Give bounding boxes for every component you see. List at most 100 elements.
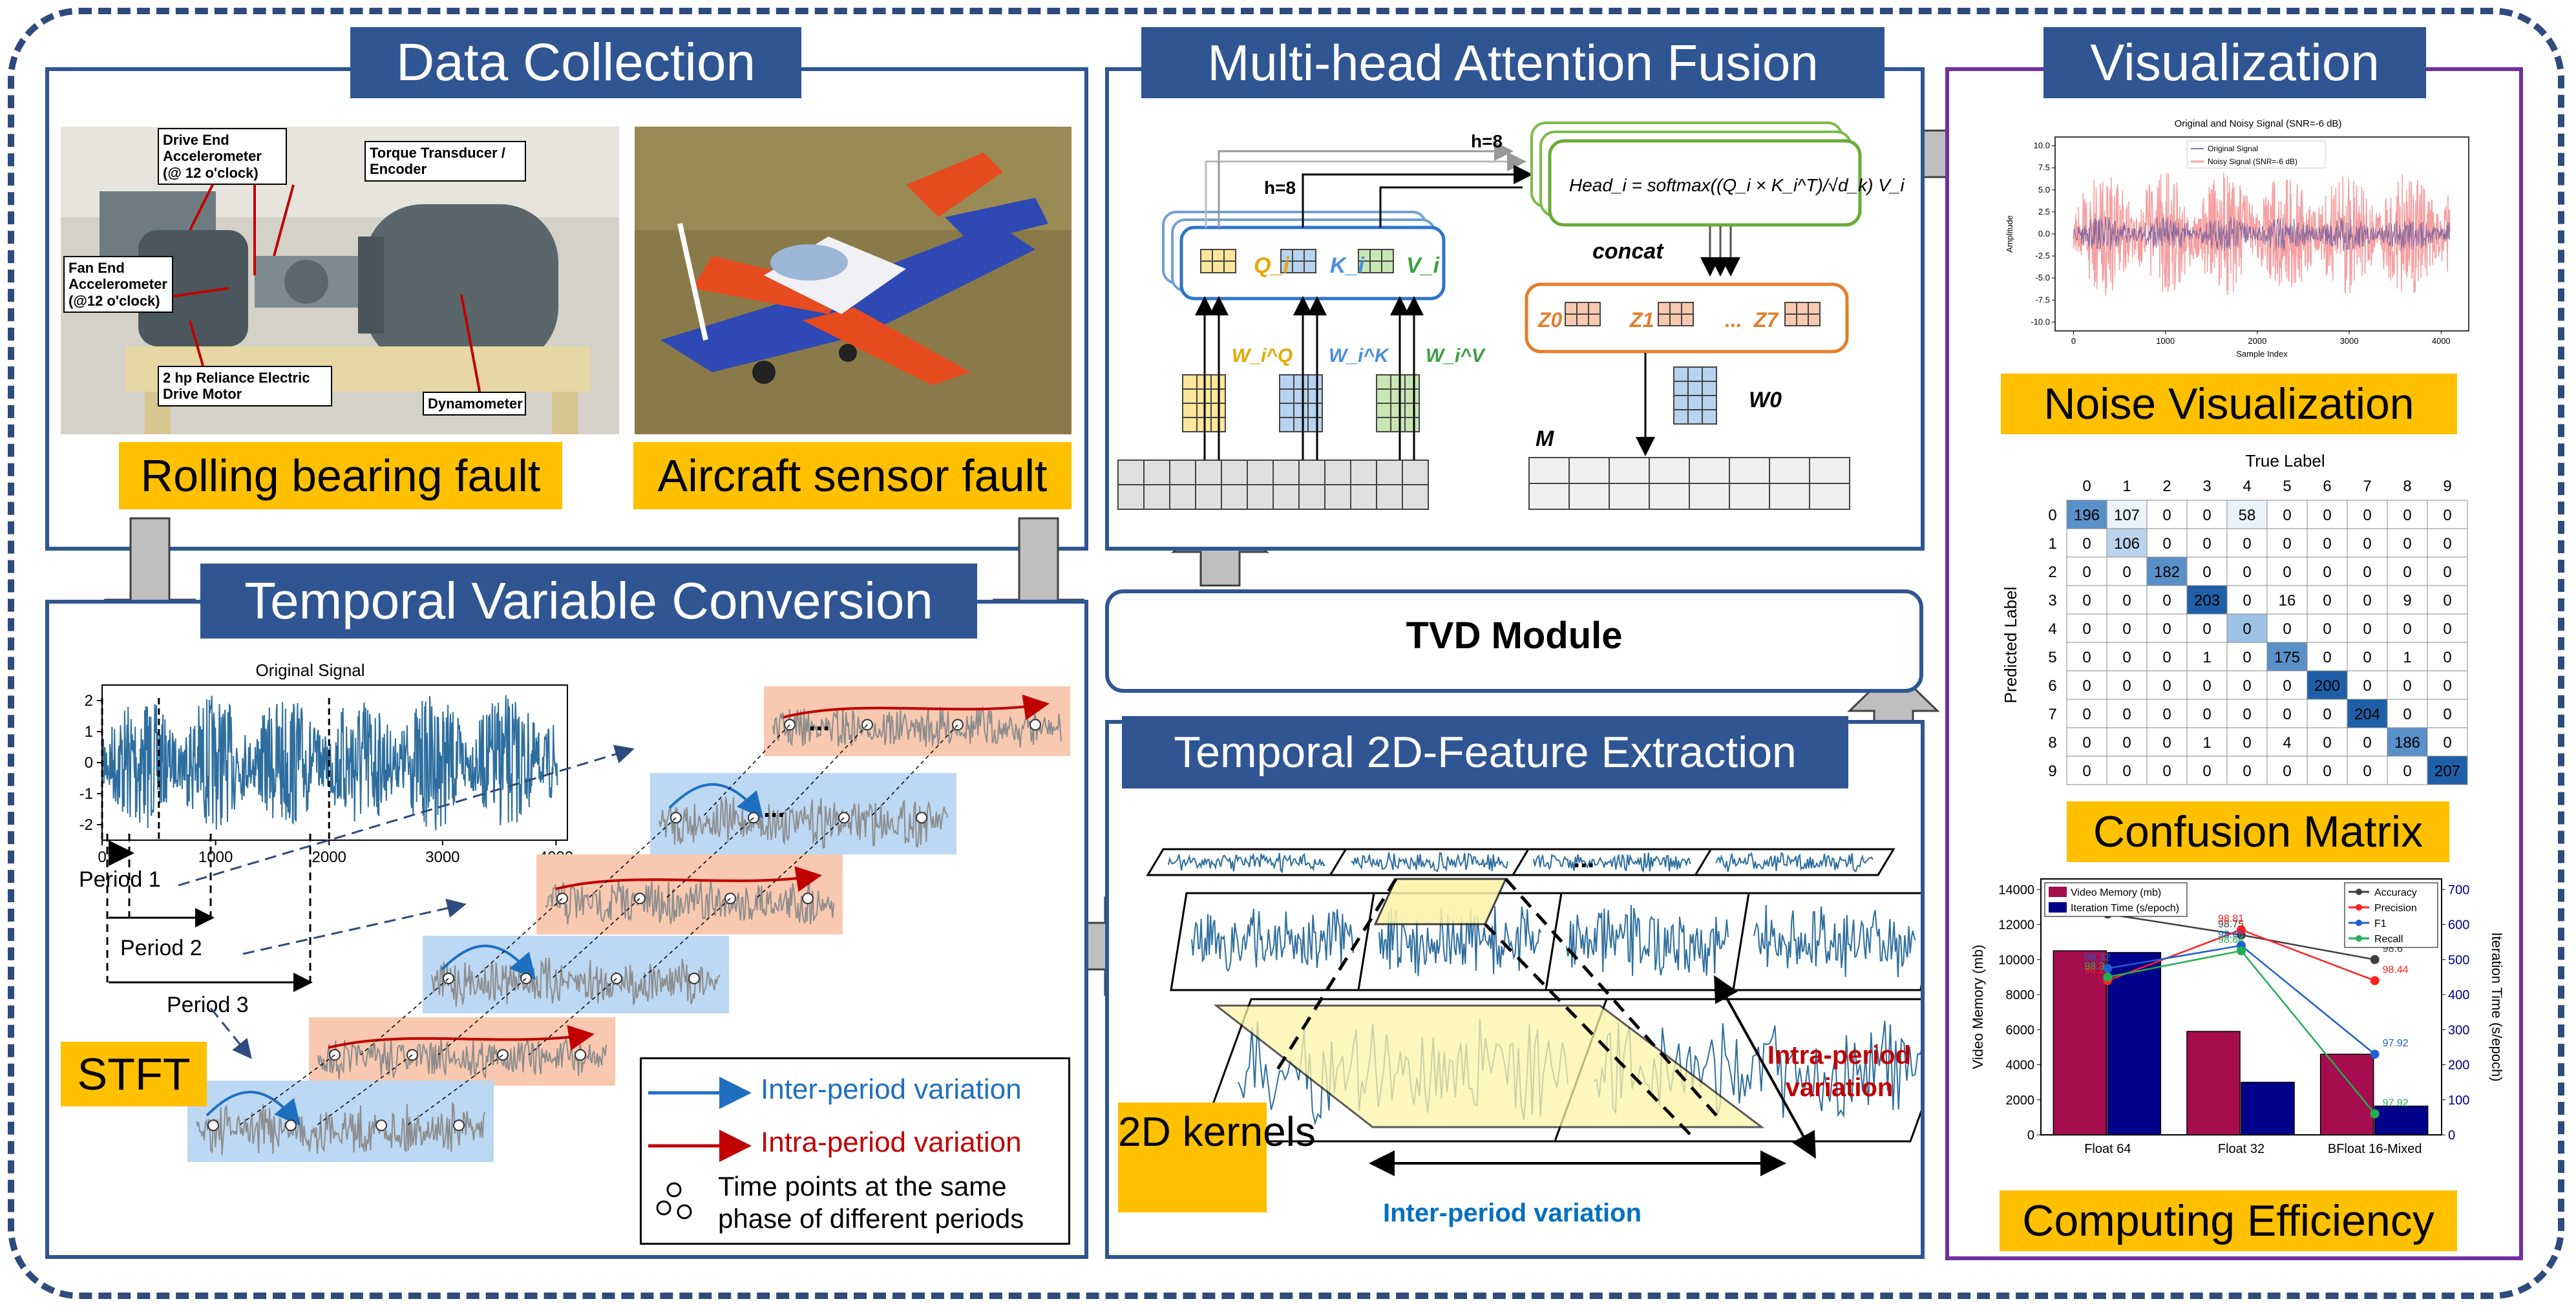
cm-value: 196	[2074, 507, 2100, 524]
attention-diagram: h=8 Q_i K_i V_i W_i^Q W_i^K W_i^V h=8 He…	[1117, 121, 1905, 510]
h-label-left: h=8	[1264, 178, 1296, 198]
cm-value: 0	[2363, 734, 2371, 752]
cm-col-label: 0	[2082, 478, 2091, 495]
cm-cell	[2146, 755, 2188, 785]
cm-col-label: 8	[2403, 478, 2411, 495]
v-matrix	[1358, 249, 1394, 273]
cm-row-label: 9	[2048, 763, 2056, 780]
x-tick-label: 1000	[198, 849, 233, 866]
cm-cell	[2427, 670, 2468, 700]
ellipsis-top: ...	[808, 708, 830, 736]
period-signal	[196, 1101, 485, 1156]
cm-value: 0	[2283, 535, 2291, 553]
attention-title: Multi-head Attention Fusion	[1141, 27, 1884, 98]
cm-row-label: 7	[2048, 706, 2056, 723]
noise-xlabel: Sample Index	[2236, 349, 2288, 359]
cm-cell	[2427, 613, 2468, 643]
cm-value: 0	[2363, 677, 2371, 695]
cm-value: 0	[2403, 535, 2411, 553]
feature-map-signal	[1753, 905, 1916, 978]
bar-legend: Video Memory (mb)Iteration Time (s/epoch…	[2044, 882, 2188, 917]
w0-label: W0	[1749, 388, 1782, 412]
cm-value: 0	[2162, 706, 2171, 723]
time-bar	[2374, 1105, 2429, 1136]
cm-cell	[2307, 727, 2348, 757]
cm-value: 0	[2443, 592, 2451, 609]
cm-value: 0	[2122, 677, 2131, 695]
cm-cell	[2106, 556, 2148, 586]
cm-value: 0	[2323, 649, 2331, 666]
cm-cell	[2307, 528, 2348, 558]
cm-cell	[2347, 500, 2388, 529]
cm-value: 0	[2363, 592, 2371, 609]
cm-cell	[2387, 699, 2428, 728]
cm-value: 9	[2403, 592, 2411, 609]
z1-matrix	[1658, 302, 1694, 326]
cm-cell	[2266, 699, 2308, 728]
phase-link	[755, 817, 845, 899]
cm-cell	[2307, 613, 2348, 643]
cm-cell	[2427, 500, 2468, 529]
cm-value: 200	[2314, 677, 2340, 695]
phase-link	[528, 978, 617, 1055]
cm-col-label: 6	[2323, 478, 2331, 495]
cm-row-label: 6	[2048, 677, 2056, 695]
kernel-window-top	[1373, 878, 1508, 925]
phase-link	[474, 898, 563, 979]
z0-matrix	[1565, 302, 1601, 326]
y-tick-label: 7.5	[2038, 163, 2050, 173]
cm-cell	[2106, 500, 2148, 529]
cm-cell	[2106, 585, 2148, 615]
period-panel	[309, 1017, 615, 1086]
phase-point	[802, 893, 814, 905]
cm-value: 0	[2283, 620, 2291, 638]
layer-ellipsis: ...	[1573, 845, 1594, 873]
memory-bar	[2186, 1031, 2241, 1136]
feature-map-signal	[1378, 906, 1541, 977]
outer-dashed-frame	[8, 8, 2564, 1299]
x-tick-label: 1000	[2156, 336, 2175, 346]
noise-visualization-label: Noise Visualization	[2001, 374, 2457, 434]
cm-row-label: 1	[2048, 535, 2056, 553]
wk-label: W_i^K	[1329, 345, 1390, 366]
inter-period-label: Inter-period variation	[1383, 1199, 1642, 1227]
metric-value: 98.2	[2084, 964, 2104, 975]
cm-value: 0	[2443, 734, 2451, 752]
kernels-text: 2D kernels	[1118, 1108, 1316, 1155]
phase-point	[724, 893, 736, 905]
cm-cell	[2347, 755, 2388, 785]
cm-value: 0	[2243, 649, 2251, 666]
z1-label: Z1	[1629, 308, 1654, 332]
cm-value: 0	[2243, 763, 2251, 780]
cm-cell	[2427, 556, 2468, 586]
m-matrix	[1528, 457, 1850, 510]
phase-link	[406, 1054, 503, 1126]
cm-value: 0	[2122, 649, 2131, 666]
cm-cell	[2186, 500, 2228, 529]
cm-value: 0	[2363, 649, 2371, 666]
cm-value: 4	[2283, 734, 2291, 752]
z-ellipsis: ...	[1724, 308, 1742, 332]
y-tick-label: 2.5	[2038, 207, 2050, 217]
output-m-grid	[1528, 457, 1850, 510]
phase-point	[556, 893, 568, 905]
tvd-module-box	[1105, 589, 1923, 693]
inter-period-arrow	[206, 1090, 301, 1126]
cm-cell	[2146, 585, 2188, 615]
cm-cell	[2226, 585, 2268, 615]
cm-value: 0	[2283, 507, 2291, 524]
k-matrix	[1280, 249, 1316, 273]
y-tick-label: 10000	[1998, 953, 2034, 967]
y-tick-label: 12000	[1998, 918, 2034, 933]
ellipsis-mid: ...	[763, 794, 785, 823]
cm-value: 0	[2243, 677, 2251, 695]
phase-point	[207, 1119, 219, 1132]
cm-row-label: 0	[2048, 507, 2056, 524]
cm-value: 0	[2202, 620, 2211, 638]
confusion-matrix: True Label Predicted Label 0011223344556…	[2002, 451, 2468, 785]
cm-value: 0	[2323, 734, 2331, 752]
phase-point	[634, 893, 646, 905]
bar-legend-label: Iteration Time (s/epoch)	[2071, 903, 2179, 914]
y2-tick-label: 400	[2448, 988, 2469, 1002]
